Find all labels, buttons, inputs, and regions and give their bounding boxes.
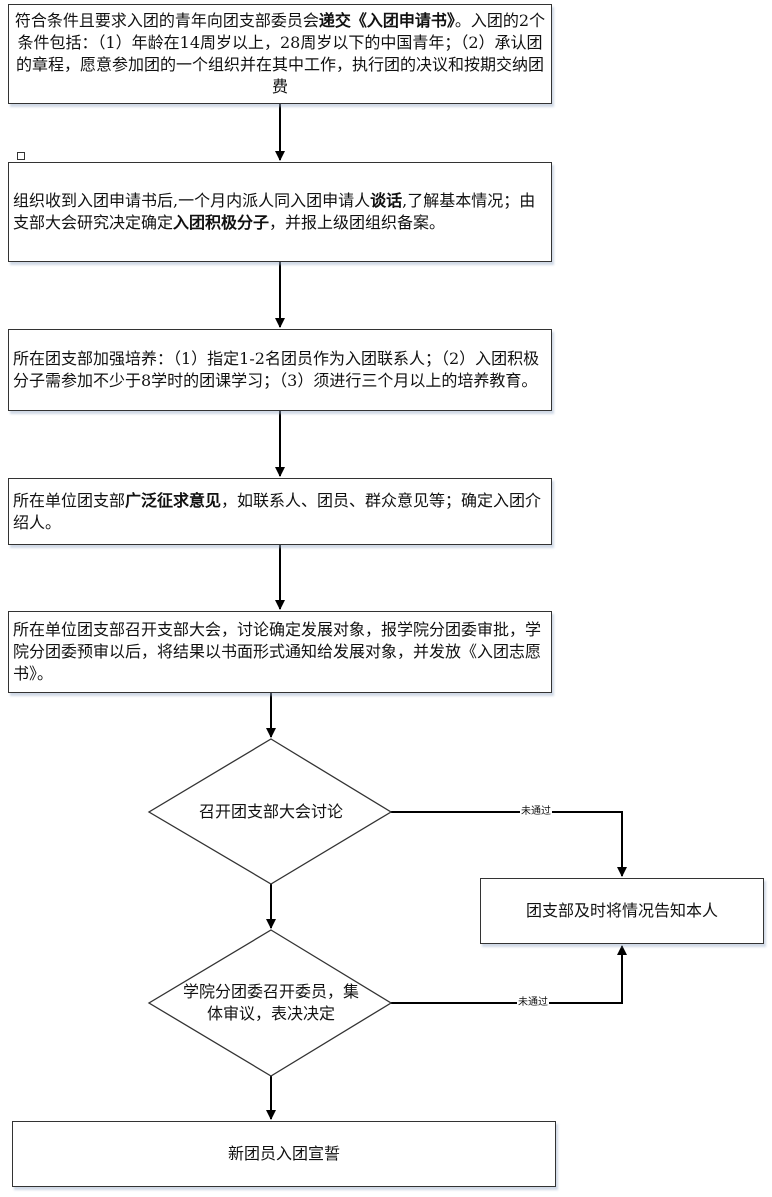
step-4-bold: 广泛征求意见 bbox=[125, 490, 222, 510]
step-1-text: 符合条件且要求入团的青年向团支部委员会 bbox=[14, 11, 319, 30]
step-2-bold: 谈话 bbox=[370, 191, 403, 210]
step-2-text-post: ，并报上级团组织备案。 bbox=[269, 213, 446, 232]
anchor-marker bbox=[17, 152, 25, 160]
final-oath-text: 新团员入团宣誓 bbox=[227, 1144, 340, 1163]
step-1-text-post: 。入团的2个条件包括：（1）年龄在14周岁以上，28周岁以下的中国青年；（2）承… bbox=[15, 11, 546, 96]
step-2-text: 组织收到入团申请书后,一个月内派人同入团申请人 bbox=[13, 191, 371, 210]
step-2-text-mid: ,了解基本情况；由支部大会研究决定确定 bbox=[13, 191, 536, 232]
step-3-text: 所在团支部加强培养：（1）指定1-2名团员作为入团联系人；（2）入团积极分子需参… bbox=[13, 349, 540, 390]
decision-diamond-2 bbox=[147, 929, 393, 1077]
step-4-text: 所在单位团支部 bbox=[13, 490, 126, 510]
step-3-box: 所在团支部加强培养：（1）指定1-2名团员作为入团联系人；（2）入团积极分子需参… bbox=[8, 329, 552, 411]
step-2-box: 组织收到入团申请书后,一个月内派人同入团申请人谈话,了解基本情况；由支部大会研究… bbox=[8, 162, 552, 262]
final-oath-box: 新团员入团宣誓 bbox=[12, 1121, 556, 1187]
step-5-box: 所在单位团支部召开支部大会，讨论确定发展对象，报学院分团委审批，学院分团委预审以… bbox=[8, 611, 552, 693]
arrow-d2-reject bbox=[391, 945, 627, 1004]
step-1-bold: 递交《入团申请书》 bbox=[318, 11, 455, 30]
step-1-box: 符合条件且要求入团的青年向团支部委员会递交《入团申请书》。入团的2个条件包括：（… bbox=[8, 4, 552, 104]
step-4-box: 所在单位团支部广泛征求意见，如联系人、团员、群众意见等；确定入团介绍人。 bbox=[8, 478, 552, 545]
reject-notice-text: 团支部及时将情况告知本人 bbox=[525, 901, 718, 920]
branch-label-1: 未通过 bbox=[520, 806, 552, 818]
step-4-text-post: ，如联系人、团员、群众意见等；确定入团介绍人。 bbox=[13, 490, 542, 532]
reject-notice-box: 团支部及时将情况告知本人 bbox=[480, 878, 764, 944]
decision-2-text: 学院分团委召开委员，集体审议，表决决定 bbox=[182, 982, 359, 1023]
decision-1-text: 召开团支部大会讨论 bbox=[198, 802, 343, 821]
branch-label-2: 未通过 bbox=[517, 997, 549, 1009]
arrow-d1-reject bbox=[391, 811, 627, 877]
decision-diamond-1 bbox=[147, 738, 393, 885]
step-2-bold-2: 入团积极分子 bbox=[173, 213, 270, 232]
step-5-text: 所在单位团支部召开支部大会，讨论确定发展对象，报学院分团委审批，学院分团委预审以… bbox=[13, 620, 542, 683]
